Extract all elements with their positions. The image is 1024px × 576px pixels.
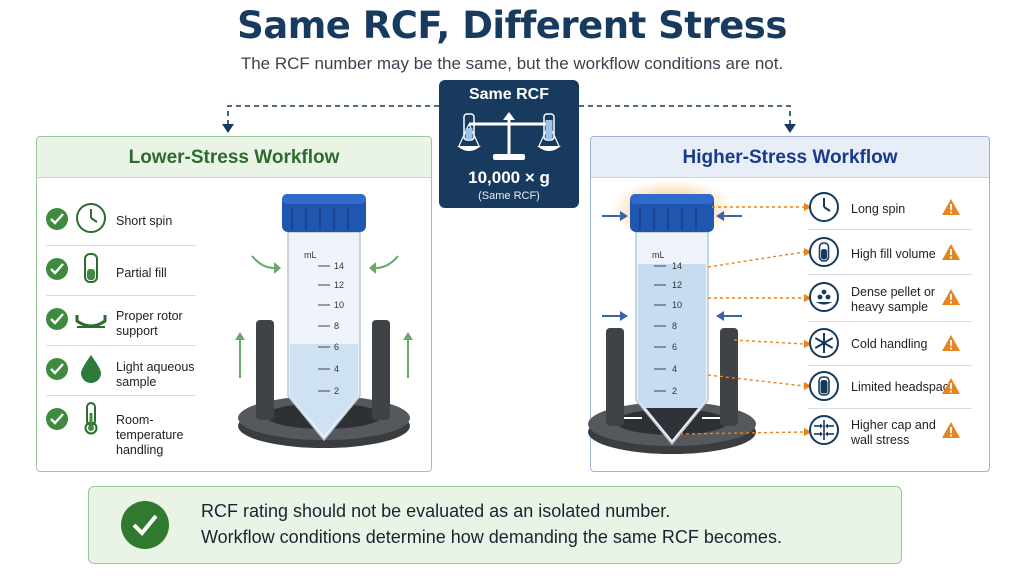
page-title: Same RCF, Different Stress [237, 4, 787, 47]
snowflake-icon [809, 328, 839, 358]
left-item-room-temp: Room-temperature handling [46, 396, 196, 457]
divider [808, 408, 972, 409]
divider [808, 229, 972, 230]
lower-stress-title: Lower-Stress Workflow [128, 147, 340, 168]
thermometer-icon [84, 402, 98, 435]
pellet-icon [809, 282, 839, 312]
rotor-support-icon [75, 315, 107, 328]
partial-fill-tube-icon [84, 253, 98, 283]
right-item-long-spin: Long spin [808, 186, 972, 230]
warning-icon [942, 289, 960, 305]
left-item-label: Short spin [116, 214, 173, 228]
tube-tick-label: 14 [672, 261, 682, 271]
tube-tick-label: 10 [334, 300, 344, 310]
higher-stress-title: Higher-Stress Workflow [682, 147, 898, 168]
left-item-short-spin: Short spin [46, 196, 196, 246]
right-item-cold-handling: Cold handling [808, 322, 972, 366]
left-item-label: Light aqueous sample [116, 360, 195, 389]
left-item-label: Room-temperature handling [116, 413, 184, 457]
warning-icon [942, 378, 960, 394]
check-circle-icon [121, 501, 169, 549]
right-item-label: Dense pellet or heavy sample [851, 285, 936, 314]
left-item-rotor-support: Proper rotor support [46, 296, 196, 346]
same-rcf-heading: Same RCF [468, 86, 550, 103]
right-item-high-fill: High fill volume [808, 231, 972, 275]
tube-tick-label: 12 [334, 280, 344, 290]
lower-stress-header: Lower-Stress Workflow [37, 137, 431, 178]
tube-tick-label: 2 [334, 386, 339, 396]
headspace-icon [809, 371, 839, 401]
divider [46, 345, 196, 346]
right-item-label: High fill volume [851, 247, 936, 261]
right-item-label: Cold handling [851, 337, 928, 351]
compression-icon [809, 415, 839, 445]
left-item-light-sample: Light aqueous sample [46, 346, 196, 396]
conclusion-line-2: Workflow conditions determine how demand… [201, 527, 782, 547]
conclusion-line-1: RCF rating should not be evaluated as an… [201, 501, 671, 521]
divider [46, 395, 196, 396]
warning-icon [942, 244, 960, 260]
tube-tick-label: 14 [334, 261, 344, 271]
tube-tick-label: 4 [334, 364, 339, 374]
tube-tick-label: 12 [672, 280, 682, 290]
lower-stress-tube-illustration: mL 14 12 10 8 6 4 2 [235, 194, 413, 448]
left-item-partial-fill: Partial fill [46, 246, 196, 296]
divider [808, 365, 972, 366]
tube-unit-label: mL [652, 250, 665, 260]
divider [808, 274, 972, 275]
right-item-label: Limited headspace [851, 380, 956, 394]
left-item-label: Proper rotor support [116, 309, 183, 338]
tube-tick-label: 6 [334, 342, 339, 352]
divider [46, 245, 196, 246]
clock-icon [76, 203, 106, 233]
right-item-label: Higher cap and wall stress [851, 418, 936, 447]
warning-icon [942, 335, 960, 351]
tube-tick-label: 2 [672, 386, 677, 396]
right-item-limited-headspace: Limited headspace [808, 365, 972, 409]
warning-icon [942, 199, 960, 215]
divider [46, 295, 196, 296]
droplet-icon [81, 355, 101, 383]
right-item-cap-wall-stress: Higher cap and wall stress [808, 409, 972, 457]
clock-icon [809, 192, 839, 222]
full-tube-icon [809, 237, 839, 267]
left-item-label: Partial fill [116, 266, 167, 280]
check-icon [46, 308, 68, 330]
tube-tick-label: 8 [334, 321, 339, 331]
warning-icon [942, 422, 960, 438]
check-icon [46, 408, 68, 430]
rcf-value: 10,000 × g [468, 168, 550, 187]
right-item-label: Long spin [851, 202, 906, 216]
same-rcf-box: Same RCF 10,000 × g (Same RCF) [439, 80, 579, 208]
higher-stress-tube-illustration: mL 14 12 10 8 6 4 2 [588, 182, 812, 454]
tube-tick-label: 4 [672, 364, 677, 374]
right-item-dense-pellet: Dense pellet or heavy sample [808, 276, 972, 322]
check-icon [46, 358, 68, 380]
tube-tick-label: 10 [672, 300, 682, 310]
check-icon [46, 208, 68, 230]
tube-tick-label: 8 [672, 321, 677, 331]
higher-stress-header: Higher-Stress Workflow [591, 137, 989, 178]
tube-unit-label: mL [304, 250, 317, 260]
balance-scale-icon [457, 112, 561, 160]
conclusion-callout: RCF rating should not be evaluated as an… [88, 486, 902, 564]
check-icon [46, 258, 68, 280]
page-subtitle: The RCF number may be the same, but the … [240, 54, 784, 73]
rcf-note: (Same RCF) [478, 190, 540, 202]
divider [808, 321, 972, 322]
tube-tick-label: 6 [672, 342, 677, 352]
